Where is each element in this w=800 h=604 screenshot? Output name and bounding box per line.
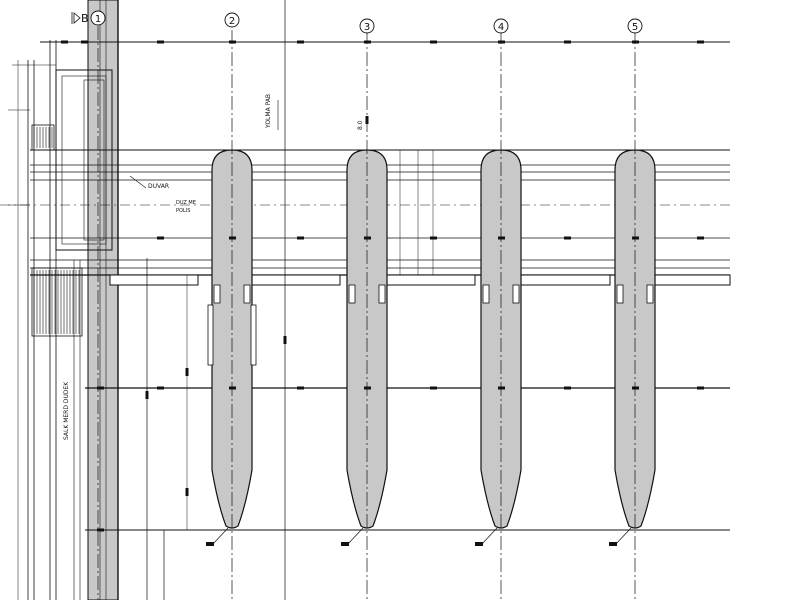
- axis-label-2: 2: [229, 16, 235, 27]
- axis-b-label: B: [81, 12, 89, 25]
- level-mark-top: 8.0: [357, 120, 364, 130]
- pier-4: [475, 149, 522, 546]
- wall-note: DUVAR: [148, 183, 169, 190]
- axis-label-3: 3: [364, 22, 370, 33]
- axis-lines: [97, 26, 636, 600]
- detail-note-2: POLIS: [176, 208, 190, 214]
- stair-hatch-upper: [33, 127, 53, 148]
- pier-5: [609, 149, 656, 546]
- horizontal-grid-lines: [0, 41, 730, 531]
- pier-2: [206, 149, 257, 546]
- stair-hatch-lower: [33, 270, 80, 334]
- piers: [206, 149, 656, 546]
- dimension-ticks: [61, 40, 704, 532]
- vertical-note: YOLMA PAB: [265, 94, 272, 129]
- wall-fill: [87, 0, 119, 601]
- left-wall: [87, 0, 119, 601]
- axis-label-1: 1: [95, 14, 101, 25]
- axis-bubble-1: 1: [90, 10, 106, 26]
- stair-note: SALK MERD DUDEK: [63, 381, 70, 440]
- axis-bubble-3: 3: [359, 18, 375, 34]
- axis-label-5: 5: [632, 22, 638, 33]
- misc-verticals: [146, 0, 434, 600]
- axis-bubble-4: 4: [493, 18, 509, 34]
- axis-bubbles: 1 2 3 4 5: [90, 10, 643, 34]
- axis-label-4: 4: [498, 22, 504, 33]
- detail-note-1: DUZ ME: [176, 200, 196, 206]
- axis-bubble-2: 2: [224, 12, 240, 28]
- axis-b-marker: B: [71, 12, 89, 25]
- axis-bubble-5: 5: [627, 18, 643, 34]
- pier-3: [341, 149, 388, 546]
